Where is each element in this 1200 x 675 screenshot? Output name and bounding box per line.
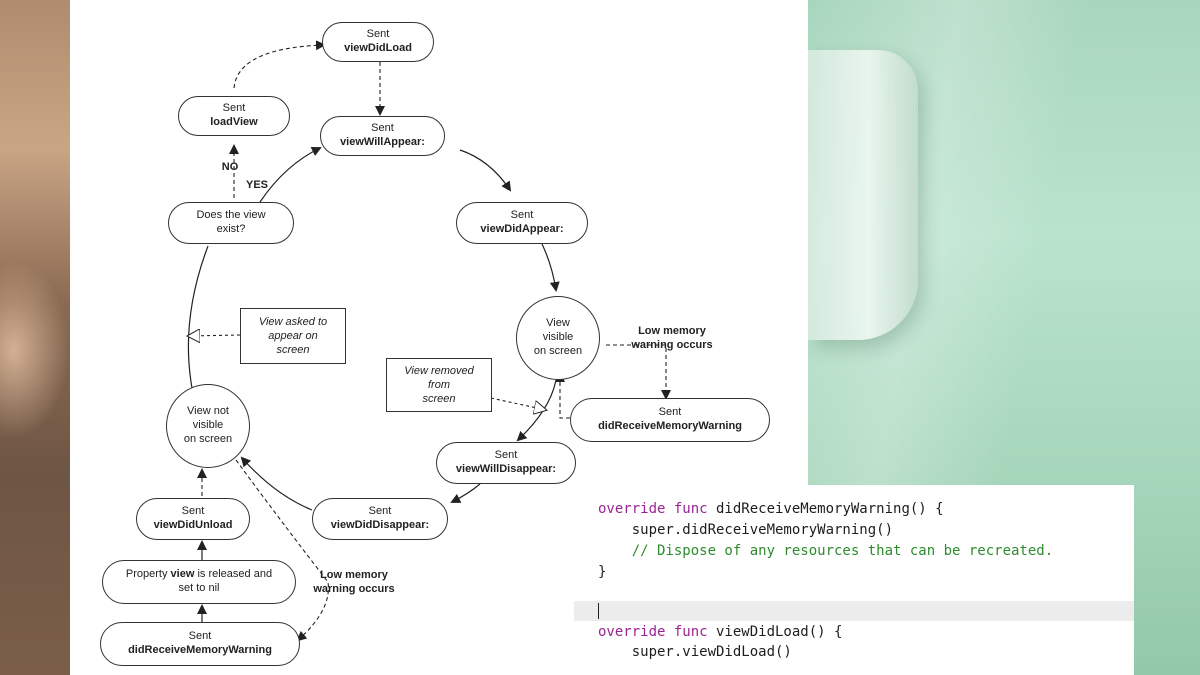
edge-willappear-to-didappear — [459, 149, 512, 192]
note-text-line: screen — [422, 393, 456, 406]
code-line-2: super.didReceiveMemoryWarning() — [598, 522, 894, 538]
background-device-shape — [808, 50, 918, 340]
note-text-line: screen — [276, 344, 310, 357]
label-low-memory-right: Low memory warning occurs — [620, 324, 724, 353]
node-load-view: Sent loadView — [178, 96, 290, 136]
node-text-line: set to nil — [178, 582, 220, 594]
label-no: NO — [221, 161, 239, 173]
edge-didappear-to-visible — [541, 243, 560, 292]
node-text-line: exist? — [216, 223, 246, 235]
label-text-line: Low memory — [638, 325, 706, 337]
note-text-line: View asked to — [258, 315, 328, 328]
node-view-visible: View visible on screen — [516, 296, 600, 380]
label-text-line: warning occurs — [631, 339, 713, 352]
node-method-name: didReceiveMemoryWarning — [598, 420, 742, 432]
node-view-did-unload: Sent viewDidUnload — [136, 498, 250, 540]
edge-exist-yes-to-willappear — [259, 147, 322, 203]
node-method-name: viewWillDisappear: — [455, 463, 557, 475]
node-text-line: visible — [542, 331, 574, 344]
node-method-name: viewDidUnload — [153, 519, 233, 531]
edge-loadview-to-viewdidload — [233, 40, 326, 89]
edge-notvisible-to-exist — [187, 245, 209, 389]
code-line-1: override func didReceiveMemoryWarning() … — [598, 501, 944, 517]
note-text-line: from — [428, 378, 450, 391]
node-text-line: Property view is released and — [126, 568, 272, 582]
node-view-will-disappear: Sent viewWillDisappear: — [436, 442, 576, 484]
code-line-3-comment: // Dispose of any resources that can be … — [598, 543, 1054, 559]
code-current-line-highlight — [574, 601, 1134, 621]
note-view-asked-to-appear: View asked to appear on screen — [240, 308, 346, 364]
node-text-line: View not — [187, 405, 229, 418]
node-text-line: on screen — [533, 344, 583, 357]
code-text: didReceiveMemoryWarning() { — [707, 501, 944, 517]
node-method-name: didReceiveMemoryWarning — [128, 644, 272, 656]
node-text-line: Sent — [366, 28, 390, 41]
node-text-line: Sent — [494, 449, 518, 462]
node-text-line: Sent — [510, 209, 534, 222]
code-text: viewDidLoad() { — [707, 624, 843, 640]
node-text-line: Sent — [658, 406, 682, 419]
node-text-part: is released and — [194, 568, 273, 581]
node-text-line: Sent — [368, 505, 392, 518]
edge-removed-from-screen — [490, 397, 546, 410]
node-property-view-released: Property view is released and set to nil — [102, 560, 296, 604]
view-lifecycle-diagram: Sent viewDidLoad Sent loadView Sent view… — [70, 0, 808, 675]
node-text-line: Does the view — [196, 209, 266, 222]
node-method-name: viewDidDisappear: — [330, 519, 430, 531]
background-left-blur — [0, 0, 70, 675]
node-text-line: on screen — [183, 432, 233, 445]
node-view-did-load: Sent viewDidLoad — [322, 22, 434, 62]
note-view-removed-from-screen: View removed from screen — [386, 358, 492, 412]
label-yes: YES — [245, 179, 268, 191]
code-line-4: } — [598, 564, 607, 580]
edge-diddisappear-to-notvisible — [240, 456, 313, 511]
code-keyword: override func — [598, 624, 708, 640]
node-text-line: Sent — [188, 630, 212, 643]
code-line-7: super.viewDidLoad() — [598, 644, 792, 660]
node-property-name: view — [170, 568, 195, 581]
node-does-view-exist: Does the view exist? — [168, 202, 294, 244]
label-text-line: Low memory — [320, 569, 388, 581]
label-low-memory-left: Low memory warning occurs — [302, 568, 406, 597]
node-text-line: Sent — [222, 102, 246, 115]
node-method-name: viewDidLoad — [344, 42, 412, 54]
edge-asked-to-appear — [188, 335, 241, 336]
text-caret — [598, 603, 599, 619]
diagram-connectors — [70, 40, 671, 642]
code-line-6: override func viewDidLoad() { — [598, 624, 842, 640]
node-did-receive-memory-warning-left: Sent didReceiveMemoryWarning — [100, 622, 300, 666]
edge-notvisible-to-lowmemory — [235, 459, 329, 642]
node-did-receive-memory-warning-right: Sent didReceiveMemoryWarning — [570, 398, 770, 442]
node-view-did-appear: Sent viewDidAppear: — [456, 202, 588, 244]
node-text-line: Sent — [371, 122, 394, 135]
node-view-will-appear: Sent viewWillAppear: — [320, 116, 445, 156]
label-text-line: warning occurs — [313, 583, 395, 596]
edge-willdisappear-to-diddisappear — [450, 483, 481, 503]
node-view-did-disappear: Sent viewDidDisappear: — [312, 498, 448, 540]
note-text-line: appear on — [268, 329, 318, 342]
node-text-part: Property — [125, 568, 171, 581]
node-text-line: View — [546, 317, 570, 330]
note-text-line: View removed — [404, 364, 474, 377]
node-view-not-visible: View not visible on screen — [166, 384, 250, 468]
code-editor[interactable]: override func didReceiveMemoryWarning() … — [574, 485, 1134, 675]
node-method-name: viewDidAppear: — [480, 223, 564, 235]
edge-visible-to-lowmemory — [606, 344, 671, 400]
node-text-line: visible — [192, 419, 224, 432]
node-method-name: viewWillAppear: — [340, 136, 425, 148]
node-text-line: Sent — [181, 505, 205, 518]
edge-didreceive-to-visible — [555, 372, 570, 419]
node-method-name: loadView — [210, 116, 258, 128]
edge-visible-to-willdisappear — [516, 379, 557, 442]
code-keyword: override func — [598, 501, 708, 517]
